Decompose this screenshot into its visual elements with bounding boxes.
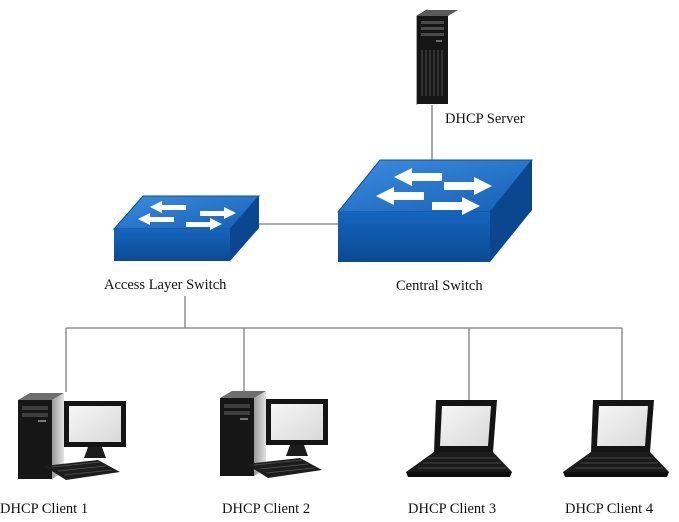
dhcp-client-4: DHCP Client 4: [563, 400, 669, 517]
dhcp-server: DHCP Server: [416, 9, 525, 127]
central-switch: Central Switch: [336, 159, 534, 294]
laptop-icon: [406, 400, 512, 477]
dhcp-client-4-label: DHCP Client 4: [565, 501, 654, 517]
dhcp-client-3-label: DHCP Client 3: [408, 501, 496, 517]
dhcp-client-2-label: DHCP Client 2: [222, 501, 310, 517]
access-layer-switch-label: Access Layer Switch: [104, 277, 227, 293]
laptop-icon: [563, 400, 669, 477]
desktop-computer-icon: [220, 391, 328, 478]
access-layer-switch: Access Layer Switch: [104, 195, 261, 293]
desktop-computer-icon: [18, 393, 126, 480]
connector-lines: [65, 105, 623, 400]
dhcp-client-3: DHCP Client 3: [406, 400, 512, 517]
dhcp-server-label: DHCP Server: [445, 111, 525, 127]
network-switch-icon: [112, 195, 261, 261]
central-switch-label: Central Switch: [396, 278, 483, 294]
dhcp-client-1-label: DHCP Client 1: [0, 501, 88, 517]
tower-server-icon: [416, 9, 458, 105]
dhcp-client-2: DHCP Client 2: [220, 391, 328, 517]
network-switch-icon: [336, 159, 534, 262]
dhcp-client-1: DHCP Client 1: [0, 393, 126, 517]
